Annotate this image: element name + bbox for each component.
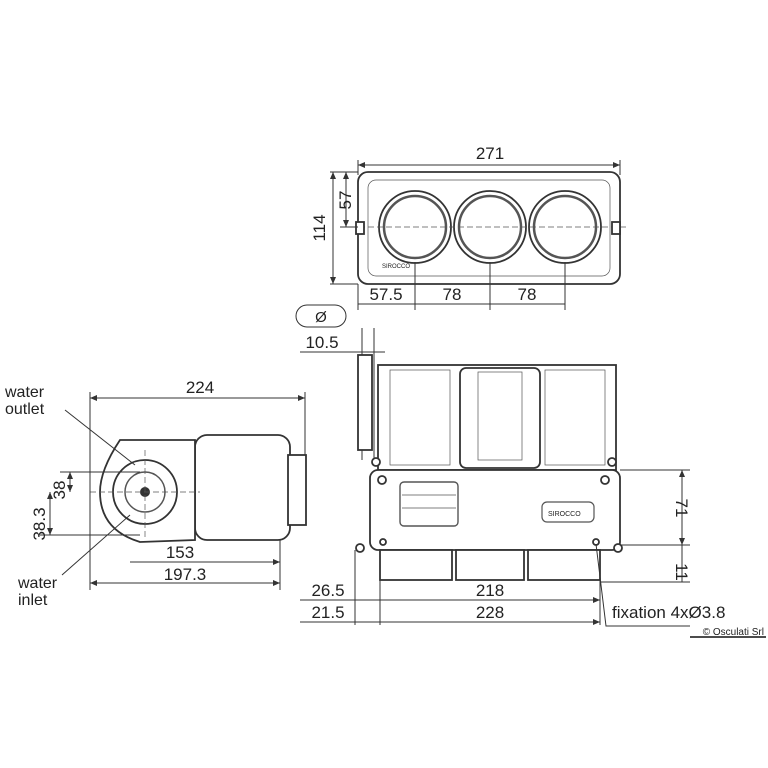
fixation-label: fixation 4xØ3.8 bbox=[612, 603, 725, 622]
dim-10-5: 10.5 bbox=[305, 333, 338, 352]
dim-114: 114 bbox=[310, 214, 329, 241]
dim-197-3: 197.3 bbox=[164, 565, 207, 584]
dim-271: 271 bbox=[476, 144, 504, 163]
copyright: © Osculati Srl bbox=[703, 627, 764, 638]
dim-26-5: 26.5 bbox=[311, 581, 344, 600]
brand-plate: SIROCCO bbox=[548, 511, 581, 518]
front-view: Ø 10.5 SIROCCO 71 11 26.5 218 21.5 228 f… bbox=[295, 304, 725, 627]
water-outlet-label-2: outlet bbox=[5, 401, 45, 418]
water-inlet-label-1: water bbox=[17, 575, 58, 592]
water-inlet-label-2: inlet bbox=[18, 592, 48, 609]
dim-57: 57 bbox=[336, 191, 355, 210]
dim-78-b: 78 bbox=[518, 285, 537, 304]
dim-228: 228 bbox=[476, 603, 504, 622]
dim-218: 218 bbox=[476, 581, 504, 600]
dim-21-5: 21.5 bbox=[311, 603, 344, 622]
dim-38: 38 bbox=[50, 481, 69, 500]
side-view: 224 water outlet water inlet 38 38.3 153… bbox=[4, 378, 307, 609]
dim-38-3: 38.3 bbox=[30, 507, 49, 540]
diameter-badge bbox=[295, 304, 347, 328]
dim-78-a: 78 bbox=[443, 285, 462, 304]
diameter-symbol: Ø bbox=[315, 309, 327, 326]
top-view: SIROCCO 271 57 114 57.5 78 78 bbox=[310, 144, 628, 310]
water-outlet-label-1: water bbox=[4, 384, 45, 401]
brand-logo: SIROCCO bbox=[382, 264, 410, 270]
dim-71: 71 bbox=[672, 499, 691, 518]
dim-153: 153 bbox=[166, 543, 194, 562]
dim-11: 11 bbox=[672, 563, 691, 581]
dim-224: 224 bbox=[186, 378, 214, 397]
dim-57-5: 57.5 bbox=[369, 285, 402, 304]
